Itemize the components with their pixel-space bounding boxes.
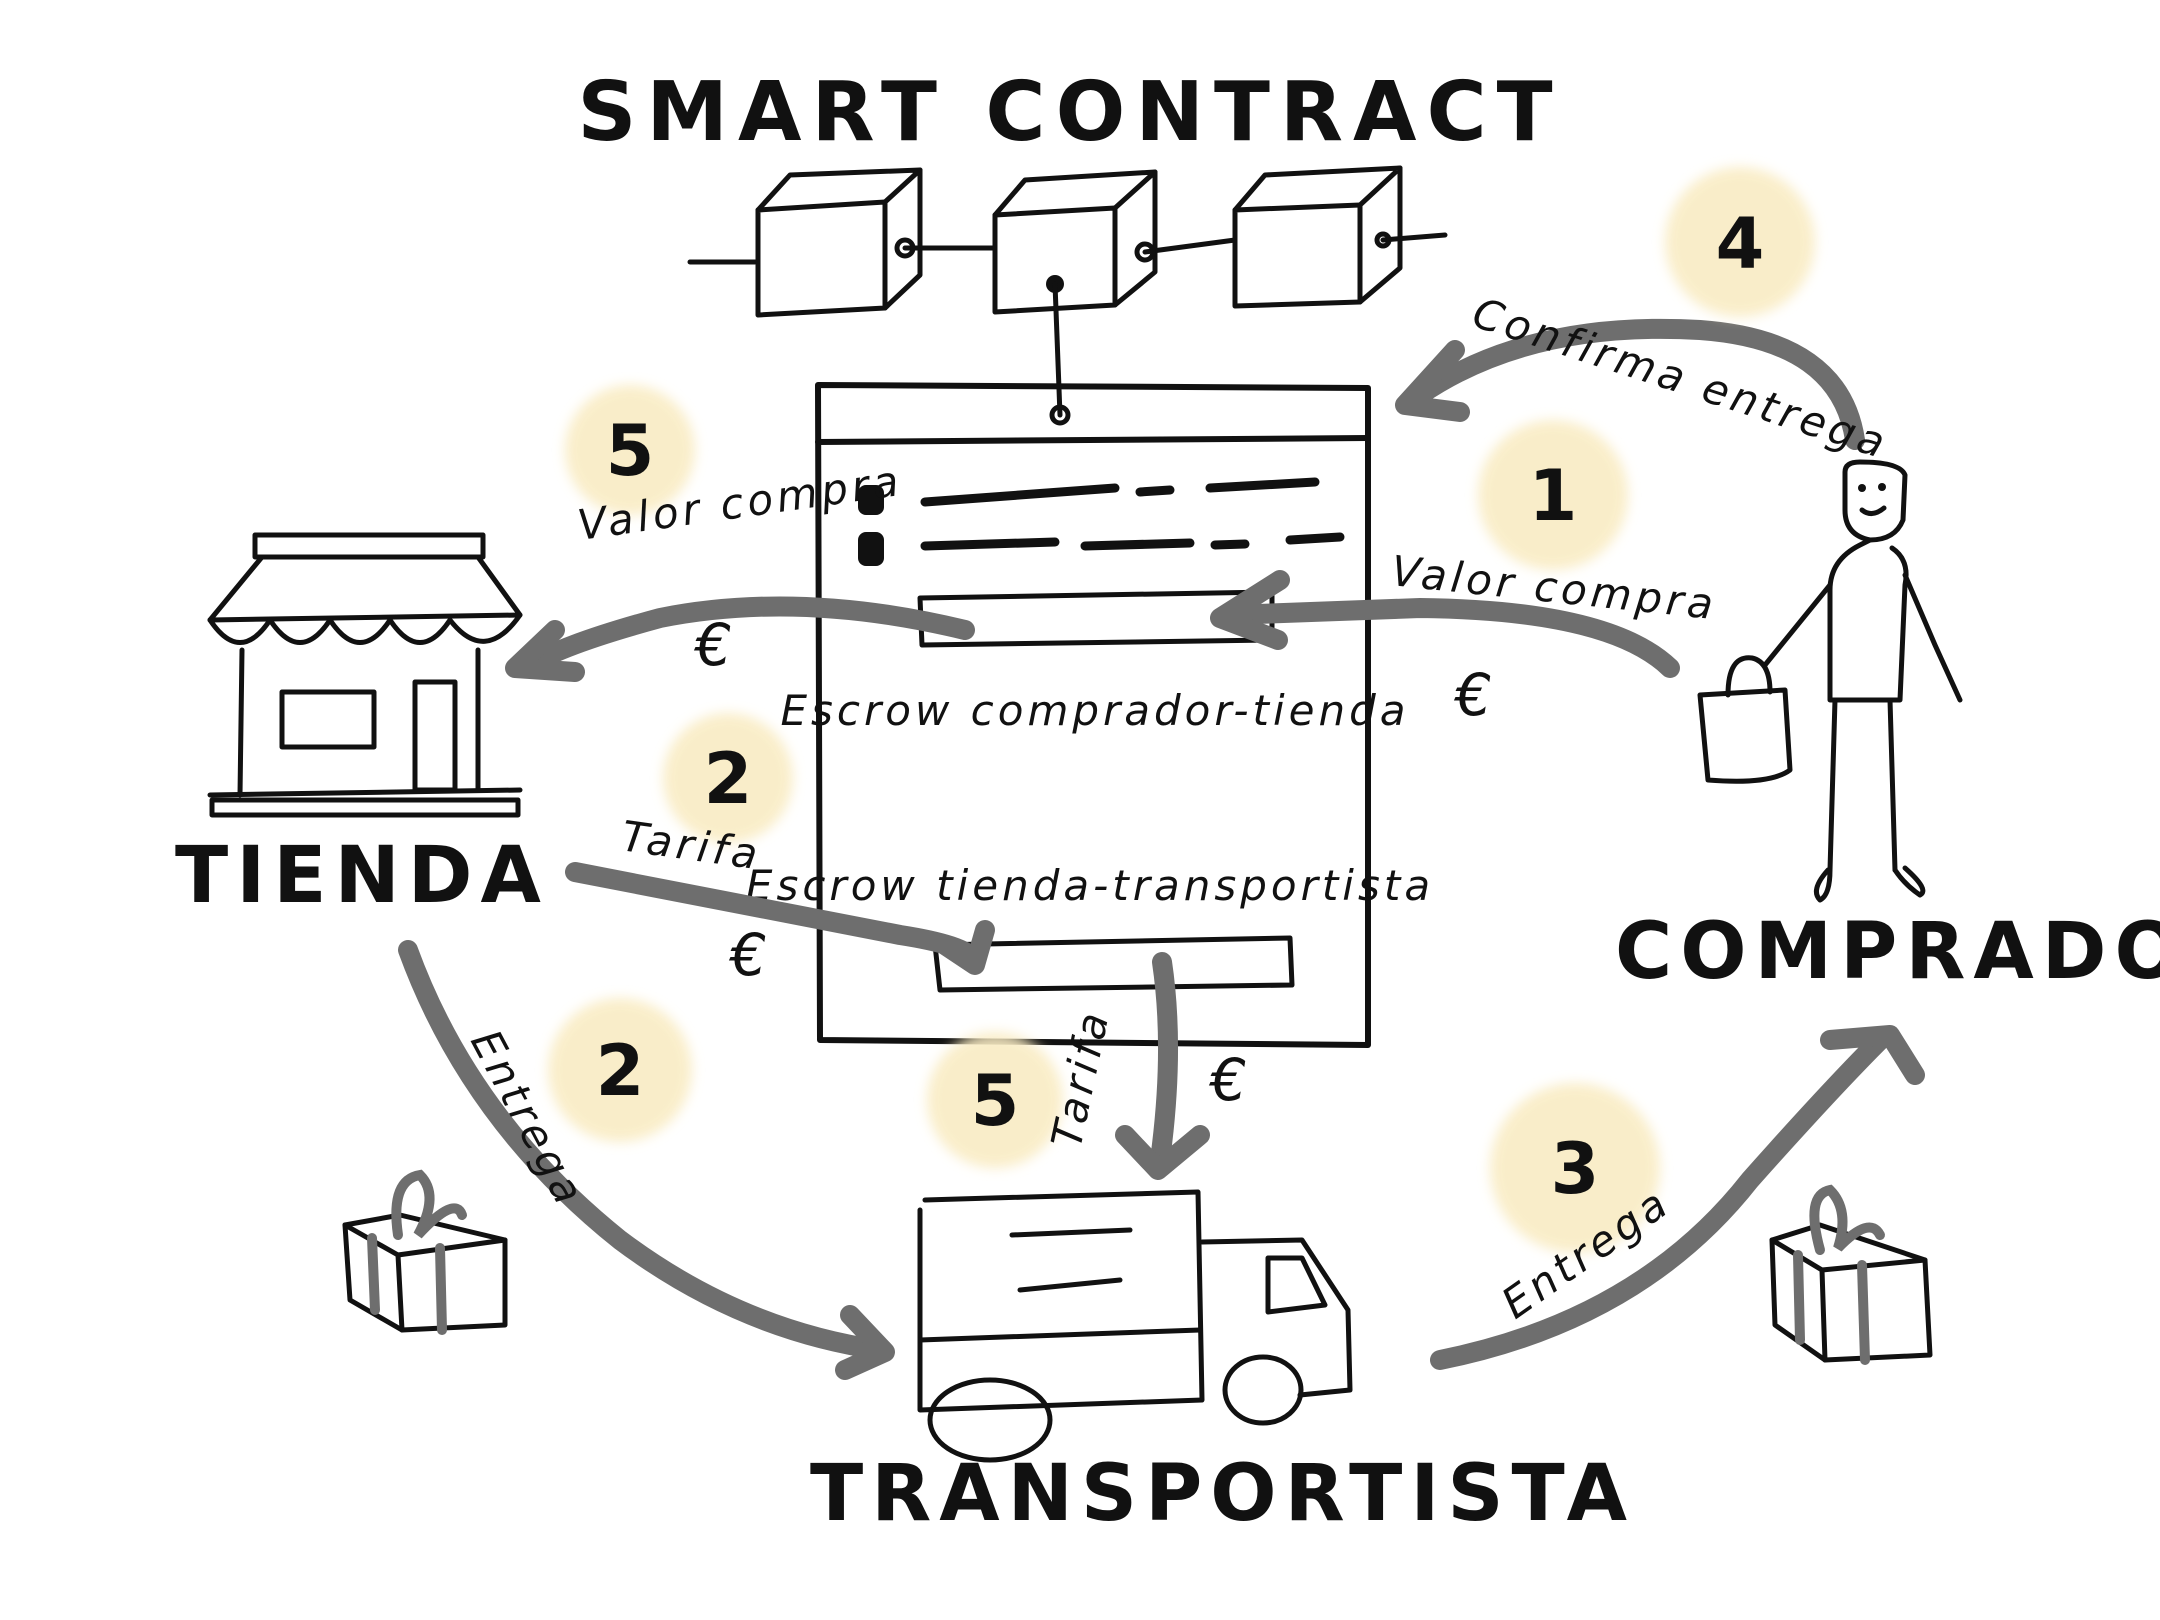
escrow-label-buyer-store: Escrow comprador-tienda — [780, 686, 1409, 735]
step-badge-5-value: 5 — [565, 385, 695, 515]
arrow-escrow-to-store — [515, 596, 975, 678]
store-illustration — [207, 532, 523, 818]
svg-text:2: 2 — [704, 738, 753, 820]
currency-step-5-value: € — [693, 611, 732, 679]
currency-step-5-fee: € — [1208, 1046, 1247, 1114]
arrow-confirm-delivery — [1410, 318, 1865, 450]
actor-label-comprador: COMPRADOR — [1615, 907, 2160, 997]
arrow-store-to-carrier — [398, 940, 890, 1360]
block-1 — [755, 167, 923, 318]
svg-text:3: 3 — [1551, 1128, 1600, 1210]
block-2 — [992, 169, 1158, 315]
escrow-label-store-carrier: Escrow tienda-transportista — [746, 861, 1434, 910]
actor-label-transportista: TRANSPORTISTA — [810, 1449, 1635, 1539]
flow-arrows — [398, 318, 1925, 1380]
step-badge-2-fee: 2 — [663, 713, 793, 843]
arrow-escrow-to-carrier — [1150, 952, 1179, 1170]
currency-step-2-fee: € — [728, 921, 767, 989]
step-badge-1: 1 — [1478, 420, 1628, 570]
svg-text:5: 5 — [971, 1060, 1020, 1142]
escrow-box-store-carrier — [932, 935, 1295, 993]
gift-icon-left — [342, 1169, 508, 1335]
contract-bullet-2 — [858, 532, 884, 566]
truck-illustration — [917, 1189, 1353, 1463]
svg-text:4: 4 — [1716, 203, 1765, 285]
arrow-buyer-to-escrow — [1220, 598, 1680, 678]
step-badge-4: 4 — [1665, 167, 1815, 317]
contract-bullet-1 — [858, 485, 884, 515]
actor-label-tienda: TIENDA — [175, 831, 549, 921]
arrow-carrier-to-buyer — [1430, 1030, 1890, 1370]
blockchain-blocks — [687, 165, 1448, 426]
contract-document: Escrow comprador-tienda Escrow tienda-tr… — [746, 382, 1434, 1048]
svg-text:5: 5 — [606, 410, 655, 492]
diagram-title: SMART CONTRACT — [577, 65, 1562, 160]
block-3 — [1232, 165, 1403, 309]
step-badge-3: 3 — [1490, 1083, 1660, 1253]
step-badge-2-delivery: 2 — [548, 998, 692, 1142]
svg-text:2: 2 — [596, 1030, 645, 1112]
buyer-illustration — [1697, 459, 1963, 903]
step-badge-5-fee: 5 — [927, 1032, 1063, 1168]
gift-icon-right — [1769, 1184, 1933, 1365]
currency-step-1: € — [1453, 661, 1492, 729]
svg-text:1: 1 — [1529, 455, 1578, 537]
contract-text-lines — [920, 477, 1345, 551]
step-badges: 1 2 2 3 4 5 5 — [548, 167, 1815, 1253]
